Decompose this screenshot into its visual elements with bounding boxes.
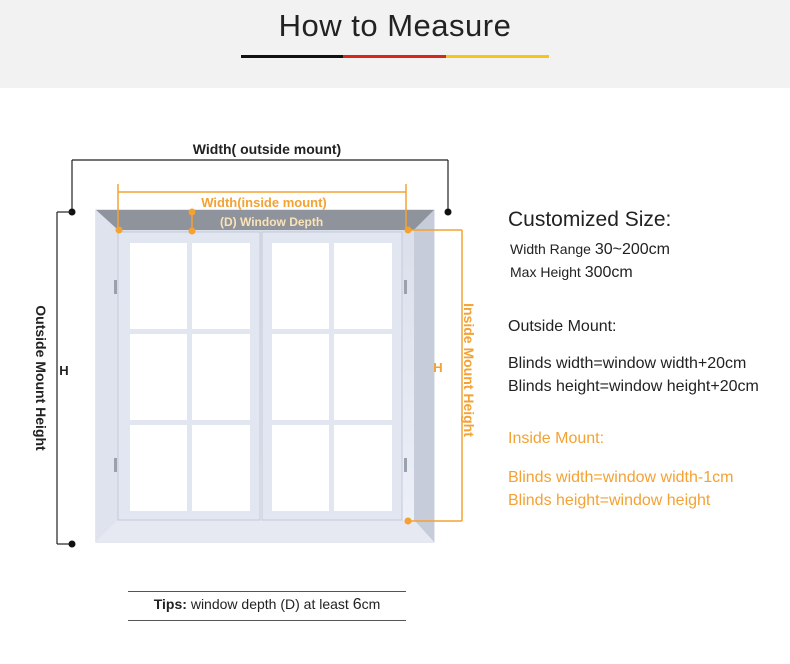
outside-mount-height-rule: Blinds height=window height+20cm	[508, 378, 759, 395]
inside-mount-heading: Inside Mount:	[508, 430, 605, 447]
outside-h-marker: H	[59, 363, 68, 378]
outside-mount-heading: Outside Mount:	[508, 318, 617, 335]
window-sashes	[114, 231, 407, 521]
max-height-line: Max Height 300cm	[510, 264, 633, 282]
tips-bottom-rule	[128, 620, 406, 621]
customized-size-block: Customized Size:	[508, 208, 671, 232]
tips-note: Tips: window depth (D) at least 6cm	[128, 596, 406, 614]
inside-mount-height-rule: Blinds height=window height	[508, 492, 711, 509]
outside-width-dimension	[71, 159, 449, 212]
title-underline-black	[241, 55, 343, 58]
window-depth-label: (D) Window Depth	[220, 215, 323, 229]
max-height-label: Max Height	[510, 264, 585, 280]
outside-width-label: Width( outside mount)	[193, 141, 341, 157]
inside-height-dimension	[408, 229, 463, 522]
inside-dot-bottom-right	[404, 517, 412, 525]
header-band	[0, 0, 790, 88]
outside-height-label: Outside Mount Height	[33, 305, 49, 451]
outside-height-dimension	[56, 211, 72, 545]
inside-mount-width-rule: Blinds width=window width-1cm	[508, 469, 734, 486]
title-underline-red	[343, 55, 446, 58]
width-range-line: Width Range 30~200cm	[510, 241, 670, 259]
tips-value: 6	[352, 596, 362, 613]
max-height-value: 300cm	[584, 264, 633, 281]
width-range-value: 30~200cm	[594, 241, 670, 258]
depth-dot-bottom	[188, 227, 196, 235]
inside-dot-top-left	[115, 226, 123, 234]
inside-width-label: Width(inside mount)	[201, 195, 327, 210]
tips-top-rule	[128, 591, 406, 592]
inside-height-label: Inside Mount Height	[461, 303, 477, 437]
tips-label: Tips:	[153, 596, 187, 612]
outside-width-dot-right	[444, 208, 452, 216]
page-title: How to Measure	[278, 8, 512, 43]
tips-unit: cm	[361, 596, 381, 612]
tips-text: window depth (D) at least	[186, 596, 353, 612]
outside-mount-width-rule: Blinds width=window width+20cm	[508, 355, 747, 372]
width-range-label: Width Range	[510, 241, 595, 257]
inside-dot-top-right	[404, 226, 412, 234]
title-underline-gold	[446, 55, 549, 58]
customized-size-heading: Customized Size:	[508, 208, 672, 231]
depth-dot-top	[188, 208, 196, 216]
outside-height-dot-bottom	[68, 540, 76, 548]
inside-h-marker: H	[433, 360, 442, 375]
